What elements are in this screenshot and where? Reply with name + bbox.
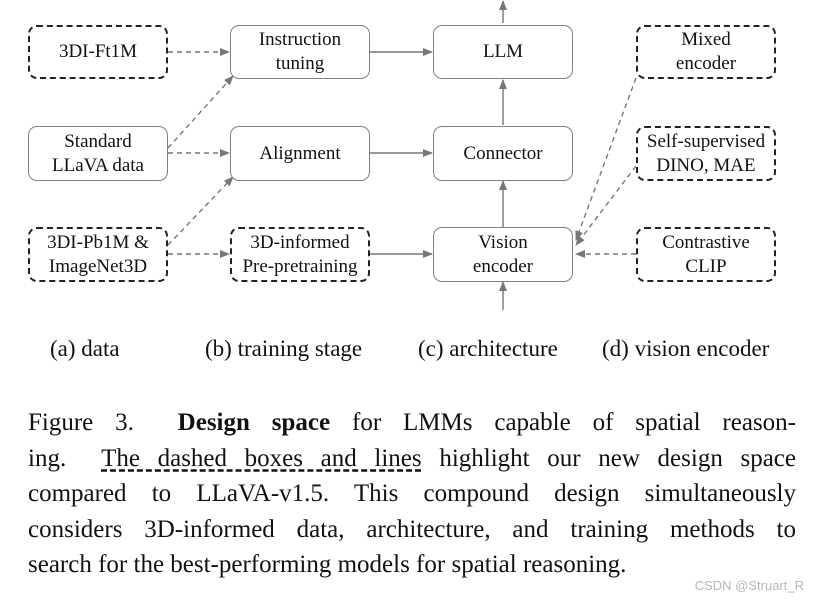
caption-line-3: compared to LLaVA-v1.5. This compound de… [28,480,796,507]
arrow-mixed-to-vision [575,77,637,241]
figure-caption: Figure 3. Design space for LMMs capable … [28,405,796,583]
label-architecture: (c) architecture [418,336,558,361]
box-3di-pb1m-imagenet3d: 3DI-Pb1M &ImageNet3D [28,227,168,282]
label-vision-encoder: (d) vision encoder [602,336,770,361]
box-3di-ft1m: 3DI-Ft1M [28,25,168,79]
box-connector: Connector [433,126,573,181]
arrows-layer [167,0,637,310]
watermark: CSDN @Struart_R [694,578,804,593]
caption-line-5: search for the best-performing models fo… [28,551,627,578]
label-training-stage: (b) training stage [205,336,363,361]
arrow-pb1m-to-alignment [167,176,234,246]
caption-line-1: Figure 3. Design space for LMMs capable … [28,409,796,436]
box-alignment: Alignment [230,126,370,181]
caption-line-2: ing. The dashed boxes and lines highligh… [28,444,796,472]
label-data: (a) data [50,336,120,361]
caption-line-4: considers 3D-informed data, architecture… [28,515,796,543]
arrow-llava-to-instruction [167,75,234,149]
box-llm: LLM [433,25,573,79]
arrow-ssl-to-vision [575,165,637,246]
dashed-underline-text: The dashed boxes and lines [101,444,422,472]
